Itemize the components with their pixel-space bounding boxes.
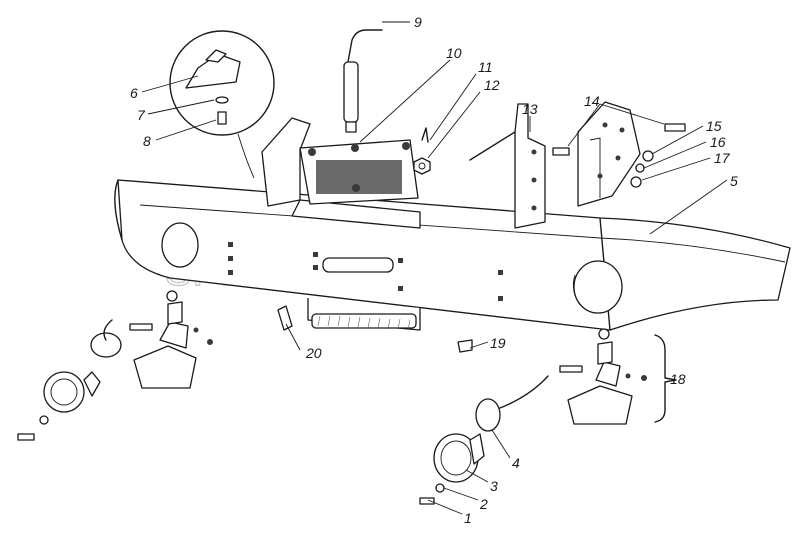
callout-6: 6	[130, 85, 138, 101]
callout-8: 8	[143, 133, 151, 149]
tow-bracket	[261, 117, 421, 229]
callout-5: 5	[730, 173, 738, 189]
callout-16: 16	[710, 134, 726, 150]
callout-18: 18	[670, 371, 686, 387]
callout-13: 13	[522, 101, 538, 117]
bracket-part-13	[469, 103, 546, 229]
pin-part-9	[343, 29, 383, 133]
bolt-part-19	[457, 339, 473, 353]
callout-17: 17	[714, 150, 731, 166]
callout-15: 15	[706, 118, 722, 134]
callout-labels: 1 2 3 4 5 6 7 8 9 10 11 12 13 14 15 16 1…	[130, 14, 738, 526]
detail-inset	[169, 30, 275, 179]
right-lamp-group	[419, 328, 677, 505]
callout-11: 11	[478, 59, 493, 75]
leader-lines	[141, 21, 728, 515]
callout-9: 9	[414, 14, 422, 30]
callout-4: 4	[512, 455, 520, 471]
callout-10: 10	[446, 45, 462, 61]
cotter-pin-part-11	[421, 127, 429, 143]
callout-14: 14	[584, 93, 600, 109]
left-lamp-group	[17, 290, 213, 441]
bolt-part-20	[277, 305, 293, 331]
callout-7: 7	[137, 107, 146, 123]
callout-12: 12	[484, 77, 500, 93]
bracket-assembly-14-17	[552, 101, 686, 207]
nut-part-12	[413, 157, 431, 175]
callout-1: 1	[464, 510, 472, 526]
callout-19: 19	[490, 335, 506, 351]
bumper-part-5	[114, 179, 791, 331]
callout-2: 2	[479, 496, 488, 512]
callout-20: 20	[305, 345, 322, 361]
callout-3: 3	[490, 478, 498, 494]
handle	[307, 298, 421, 331]
